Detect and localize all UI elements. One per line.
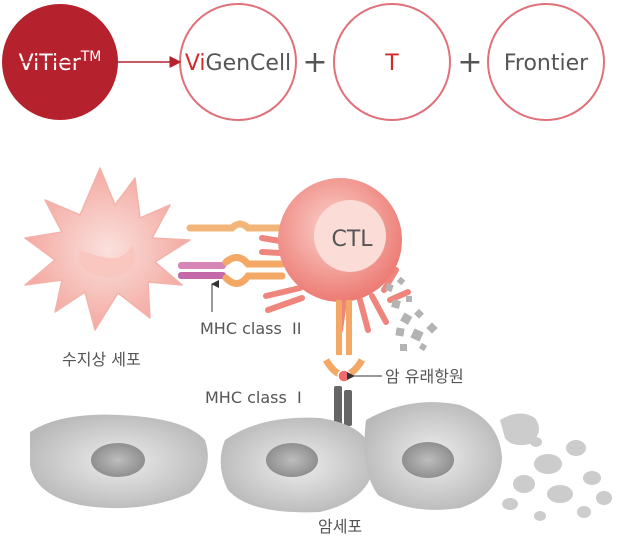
antigen-label: 암 유래항원	[385, 367, 464, 386]
cancer-nucleus-2	[266, 443, 318, 477]
mhc-class-2-complex	[178, 262, 226, 279]
component-circle-2	[333, 3, 451, 121]
cancer-nucleus-1	[91, 443, 145, 477]
tcr-receptors	[186, 220, 286, 287]
component-label-3: Frontier	[504, 51, 589, 76]
apoptotic-fragments	[500, 413, 612, 521]
dendritic-cell-label: 수지상 세포	[62, 350, 141, 369]
dendritic-cell-body	[24, 167, 191, 331]
mhc2-label: MHC class II	[200, 319, 301, 338]
ctl-cell: CTL	[259, 178, 411, 333]
ctl-label: CTL	[331, 227, 373, 252]
plus-sign-2: +	[457, 45, 482, 80]
cytotoxic-granules	[384, 276, 438, 352]
component-label-1: ViGenCell	[185, 51, 291, 76]
plus-sign-1: +	[302, 45, 327, 80]
cancer-cells	[30, 402, 502, 513]
component-label-2: T	[384, 51, 399, 76]
header-row: ViTierTM ViGenCell + T + Frontier	[2, 3, 605, 121]
ctl-nucleus	[314, 200, 386, 272]
antigen-dot	[337, 369, 351, 383]
cancer-nucleus-3	[402, 442, 454, 478]
dendritic-nucleus	[79, 245, 136, 278]
component-circle-3	[487, 3, 605, 121]
cancer-cell-label: 암세포	[318, 517, 362, 536]
mhc1-label: MHC class I	[205, 388, 302, 407]
dendritic-cell	[24, 167, 191, 331]
